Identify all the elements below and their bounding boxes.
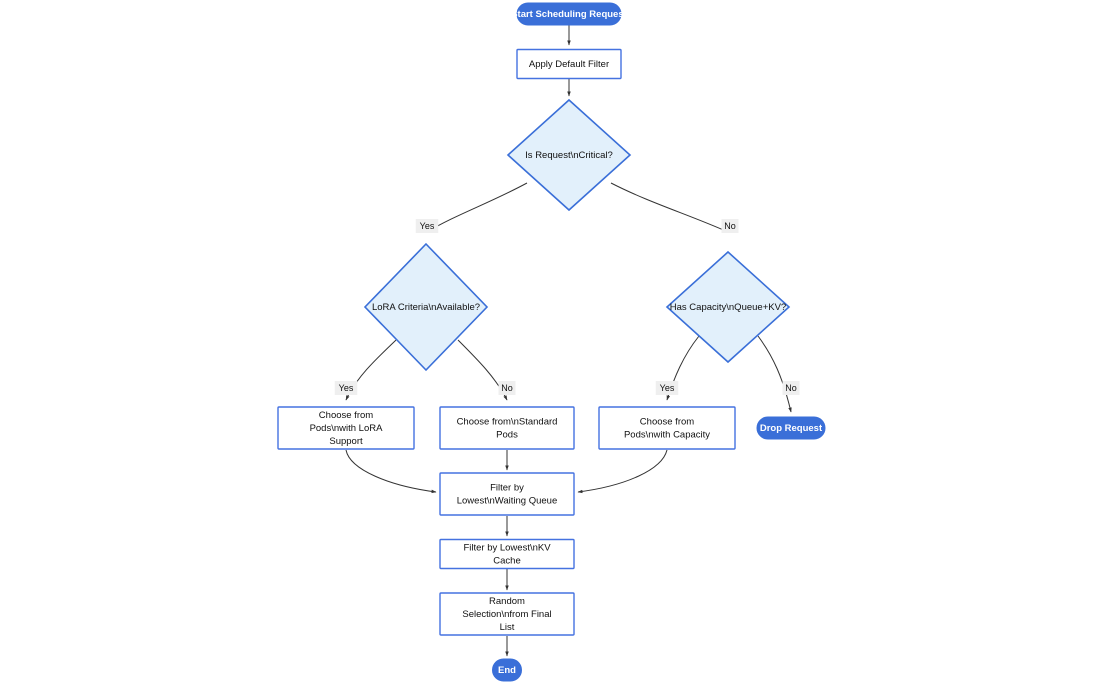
edge-label-critical-yes: Yes	[415, 219, 439, 233]
edge-critical-to-lora	[426, 182, 528, 233]
edge-label-background	[498, 381, 516, 395]
edge-label-background	[655, 381, 679, 395]
node-shape-pill	[492, 658, 522, 682]
edge-label-lora-no: No	[498, 381, 516, 395]
edge-label-text: No	[501, 383, 513, 393]
node-start[interactable]: Start Scheduling Request	[511, 2, 628, 26]
edge-label-capacity-no: No	[782, 381, 800, 395]
edge-pods_lora-to-filter_queue	[345, 449, 437, 494]
edge-label-background	[782, 381, 800, 395]
edges-layer	[345, 25, 792, 657]
node-label-drop: Drop Request	[760, 423, 823, 434]
edge-critical-to-capacity	[610, 182, 729, 233]
edge-label-text: Yes	[339, 383, 354, 393]
edge-label-text: Yes	[420, 221, 435, 231]
node-lora[interactable]: LoRA Criteria\nAvailable?	[363, 242, 489, 372]
edge-label-text: No	[785, 383, 797, 393]
edge-label-background	[334, 381, 358, 395]
node-shape-rect	[516, 48, 622, 80]
node-shape-rect	[439, 472, 575, 516]
node-shape-diamond	[506, 98, 632, 212]
node-capacity[interactable]: Has Capacity\nQueue+KV?	[665, 250, 791, 364]
edge-pods_cap-to-filter_queue	[577, 449, 668, 494]
edge-label-text: Yes	[660, 383, 675, 393]
node-label-critical: Is Request\nCritical?	[525, 150, 613, 161]
edge-label-background	[721, 219, 739, 233]
node-shape-rect	[439, 592, 575, 636]
node-default[interactable]: Apply Default Filter	[516, 48, 622, 80]
node-shape-pill	[756, 416, 826, 440]
node-label-end: End	[498, 665, 516, 676]
edge-label-lora-yes: Yes	[334, 381, 358, 395]
edge-label-capacity-yes: Yes	[655, 381, 679, 395]
node-shape-pill	[516, 2, 622, 26]
node-drop[interactable]: Drop Request	[756, 416, 826, 440]
edge-label-text: No	[724, 221, 736, 231]
node-label-default: Apply Default Filter	[529, 59, 609, 70]
node-shape-rect	[598, 406, 736, 450]
node-label-lora: LoRA Criteria\nAvailable?	[372, 302, 480, 313]
edge-label-critical-no: No	[721, 219, 739, 233]
edge-label-background	[415, 219, 439, 233]
node-critical[interactable]: Is Request\nCritical?	[506, 98, 632, 212]
node-shape-rect	[439, 538, 575, 570]
node-label-capacity: Has Capacity\nQueue+KV?	[670, 302, 786, 313]
node-shape-diamond	[665, 250, 791, 364]
node-label-start: Start Scheduling Request	[511, 9, 627, 20]
node-end[interactable]: End	[492, 658, 522, 682]
node-shape-rect	[277, 406, 415, 450]
edge-capacity-to-drop	[757, 335, 792, 413]
node-shape-diamond	[363, 242, 489, 372]
node-shape-rect	[439, 406, 575, 450]
